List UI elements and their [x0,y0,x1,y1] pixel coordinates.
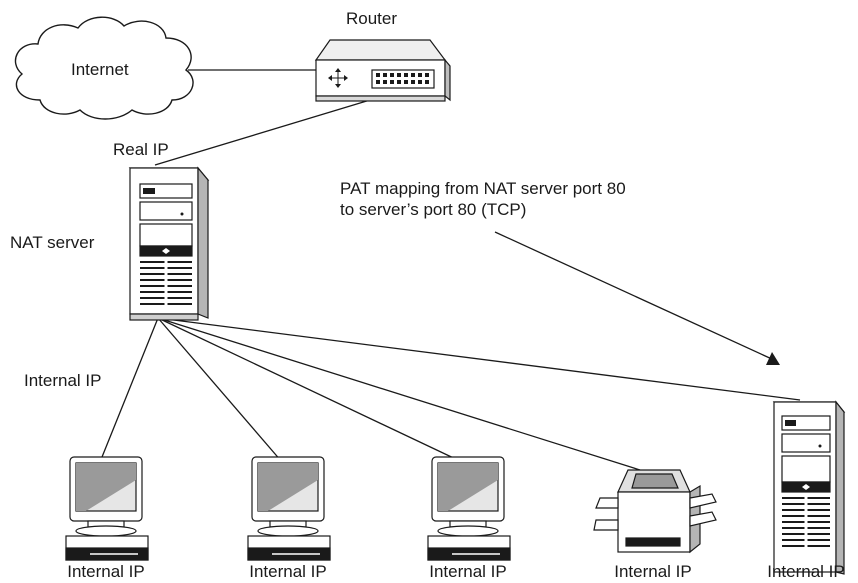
nat-server-link [157,317,801,401]
pat-mapping-line-2: to server’s port 80 (TCP) [340,200,527,219]
pc-3-icon [427,456,511,561]
pat-mapping-line-1: PAT mapping from NAT server port 80 [340,179,626,198]
router-nat-link [154,99,371,166]
pc-2-icon [247,456,331,561]
pc-1-icon [65,456,149,561]
nat-printer-link [157,317,641,471]
internal-ip-link-label: Internal IP [24,371,102,390]
router-icon [314,39,451,102]
printer-label: Internal IP [614,562,692,581]
pat-mapping-arrowhead [766,352,780,365]
router-label: Router [346,9,398,28]
printer-icon [593,469,717,554]
nat-pc1-link [99,317,159,463]
nat-server-label: NAT server [10,233,95,252]
real-ip-label: Real IP [113,140,169,159]
pat-mapping-arrow-line [494,231,775,361]
pat-mapping-annotation: PAT mapping from NAT server port 80 to s… [340,178,626,220]
internet-label: Internet [71,60,129,79]
pc-3-label: Internal IP [429,562,507,581]
nat-server-icon [128,166,210,321]
web-server-icon [772,400,846,575]
nat-pc3-link [157,317,463,463]
pc-1-label: Internal IP [67,562,145,581]
nat-pc2-link [157,317,283,463]
internet-cloud-icon [14,16,194,120]
connection-lines [99,69,801,471]
pc-2-label: Internal IP [249,562,327,581]
web-server-label: Internal IP [767,562,845,581]
